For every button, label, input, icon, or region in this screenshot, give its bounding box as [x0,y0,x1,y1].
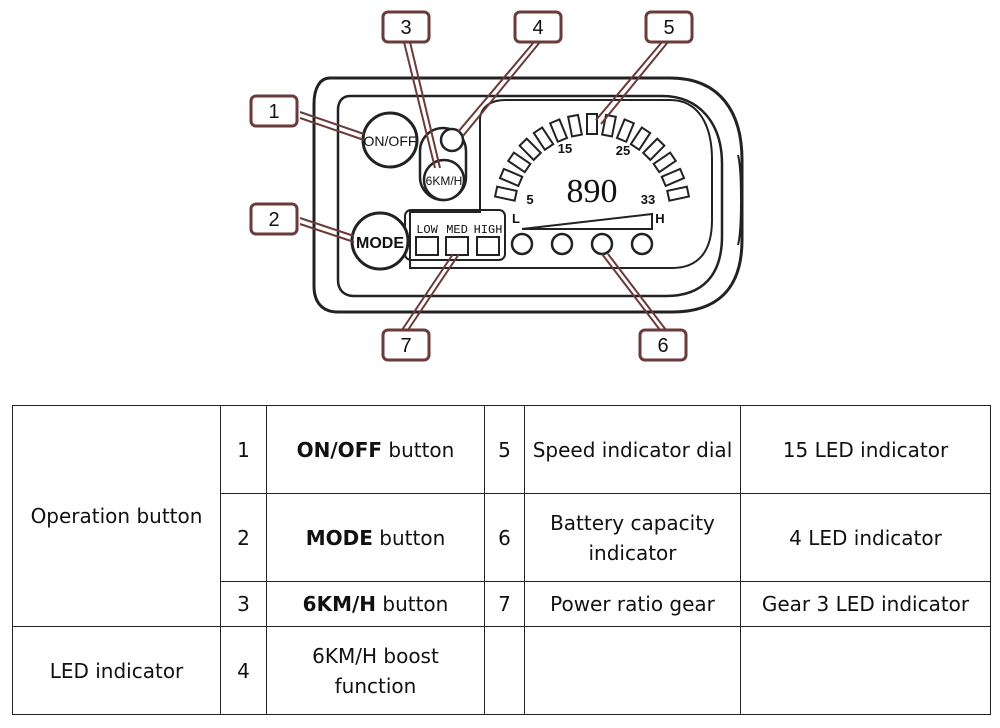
callout-5: 5 [644,10,694,44]
callout-2: 2 [249,202,299,236]
gear-label-med: MED [446,223,468,237]
gear-label-low: LOW [416,223,438,237]
battery-label-high: H [655,211,664,226]
battery-led-2 [550,232,574,256]
battery-led-1 [510,232,534,256]
button-name-bold: 6KM/H [302,592,377,616]
onoff-button: ON/OFF [361,111,419,169]
callout-6: 6 [638,328,688,362]
table-cell-name: 6KM/H button [266,581,485,627]
gear-label-high: HIGH [474,223,503,237]
battery-label-low: L [512,211,520,226]
gear-indicator: LOW MED HIGH [415,223,503,256]
callout-7: 7 [381,328,431,362]
speed-tick-33: 33 [641,192,655,207]
table-cell-item [524,626,741,715]
table-cell-item: Battery capacity indicator [524,493,741,582]
speed-led-segment [506,151,532,174]
callout-4: 4 [513,10,563,44]
callout-3-label: 3 [400,17,411,39]
battery-led-4 [630,232,654,256]
onoff-button-label: ON/OFF [364,133,417,149]
lcd-window [409,99,713,269]
callout-3: 3 [381,10,431,44]
gear-box-high [476,236,500,256]
table-cell-item: Power ratio gear [524,581,741,627]
speed-led-segment [600,113,618,138]
display-bezel [336,94,724,298]
spec-table: Operation button 1 ON/OFF button 5 Speed… [12,405,991,715]
callout-1-label: 1 [268,101,279,123]
speed-led-segment [498,167,524,188]
table-cell-desc: Gear 3 LED indicator [740,581,991,627]
speed-dial [493,113,691,202]
table-cell-num2: 7 [484,581,525,627]
table-cell-desc: 4 LED indicator [740,493,991,582]
speed-led-segment [660,167,686,188]
table-row: 2 MODE button 6 Battery capacity indicat… [13,493,991,582]
battery-wedge [521,212,653,230]
speed-tick-15: 15 [558,141,572,156]
mode-button: MODE [350,211,410,271]
boost-button-label: 6KM/H [426,174,463,188]
callout-lines [299,41,669,331]
button-name-rest: button [376,592,449,616]
gear-box-low [415,236,439,256]
battery-led-3 [590,232,614,256]
speed-led-segment [532,126,555,152]
callout-6-label: 6 [657,335,668,357]
table-cell-num: 3 [220,581,267,627]
table-row: 3 6KM/H button 7 Power ratio gear Gear 3… [13,581,991,627]
speed-led-segment [586,113,598,135]
table-cell-name: ON/OFF button [266,405,485,494]
table-cell-num2: 6 [484,493,525,582]
table-cell-category: LED indicator [12,626,221,715]
table-row: LED indicator 4 6KM/H boost function [12,626,991,715]
table-cell-category: Operation button [12,405,221,627]
table-row: Operation button 1 ON/OFF button 5 Speed… [12,405,991,627]
speed-tick-5: 5 [526,192,533,207]
table-cell-name: 6KM/H boost function [266,626,485,715]
mode-button-label: MODE [356,235,404,252]
speed-led-segment [548,118,569,144]
button-name-bold: MODE [305,525,373,550]
callout-1: 1 [249,94,299,128]
callout-2-label: 2 [268,209,279,231]
table-cell-item: Speed indicator dial [524,405,741,494]
table-cell-num2 [484,626,525,715]
speed-led-segment [566,113,584,138]
table-cell-num: 1 [220,405,267,494]
table-cell-num2: 5 [484,405,525,494]
speed-led-segment [615,118,636,144]
table-cell-desc: 15 LED indicator [740,405,991,494]
gear-box-med [445,236,469,256]
speed-led-segment [629,126,652,152]
table-cell-desc [740,626,991,715]
button-name-rest: button [372,525,446,550]
speed-led-segment [493,185,518,202]
table-cell-num: 2 [220,493,267,582]
table-cell-name: MODE button [266,493,485,582]
speed-led-segment [518,137,543,162]
speed-readout: 890 [567,173,618,210]
display-diagram: ON/OFF MODE 6KM/H LOW MED HIGH 5 15 25 3… [249,10,744,362]
callout-4-label: 4 [532,17,543,39]
table-cell-num: 4 [220,626,267,715]
speed-led-segment [652,151,678,174]
speed-led-segment [666,185,691,202]
callout-7-label: 7 [400,335,411,357]
button-name-bold: ON/OFF [296,437,383,462]
boost-led [439,127,465,153]
callout-5-label: 5 [663,17,674,39]
speed-led-segment [641,137,666,162]
speed-tick-25: 25 [616,143,630,158]
button-name-rest: button [382,437,455,462]
